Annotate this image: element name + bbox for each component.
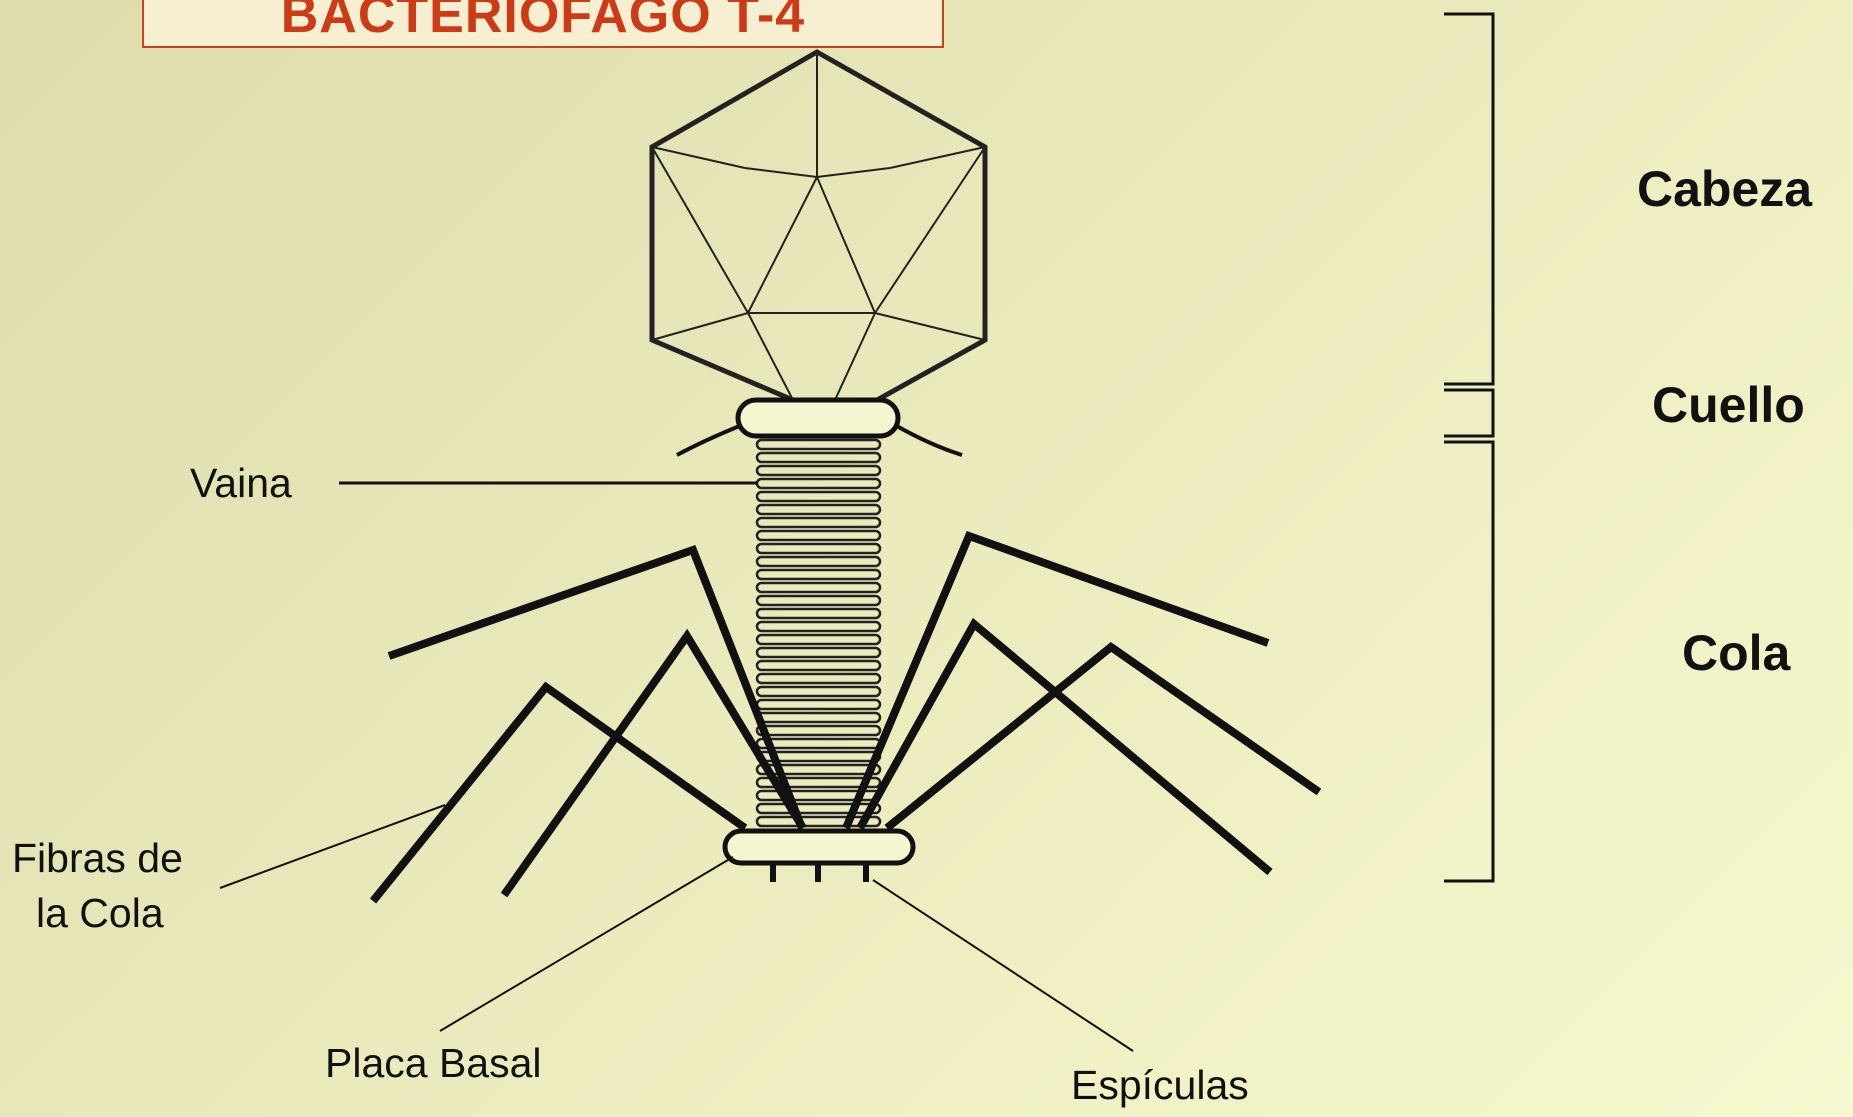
phage-neck: [677, 400, 962, 455]
region-label-cuello: Cuello: [1652, 376, 1805, 434]
sheath-ring: [757, 635, 880, 644]
sheath-ring: [757, 596, 880, 605]
sheath-ring: [757, 726, 880, 735]
sheath-ring: [757, 479, 880, 488]
sheath-ring: [757, 518, 880, 527]
sheath-ring: [757, 609, 880, 618]
sheath-ring: [757, 661, 880, 670]
sheath-ring: [757, 739, 880, 748]
sheath-ring: [757, 492, 880, 501]
phage-head: [652, 52, 985, 400]
label-vaina: Vaina: [190, 460, 292, 507]
sheath-ring: [757, 713, 880, 722]
sheath-ring: [757, 804, 880, 813]
label-fibras-line2: la Cola: [36, 890, 164, 937]
sheath-ring: [757, 505, 880, 514]
sheath-ring: [757, 648, 880, 657]
base-plate: [725, 831, 913, 882]
sheath-ring: [757, 687, 880, 696]
leader-lines: [220, 483, 1133, 1051]
region-label-cabeza: Cabeza: [1637, 160, 1812, 218]
sheath-ring: [757, 531, 880, 540]
sheath-ring: [757, 622, 880, 631]
label-espiculas: Espículas: [1071, 1062, 1249, 1109]
sheath-ring: [757, 453, 880, 462]
sheath-ring: [757, 570, 880, 579]
sheath-ring: [757, 440, 880, 449]
sheath-ring: [757, 583, 880, 592]
sheath-ring: [757, 466, 880, 475]
sheath-ring: [757, 700, 880, 709]
sheath-ring: [757, 557, 880, 566]
region-brackets: [1444, 14, 1493, 881]
region-label-cola: Cola: [1682, 624, 1790, 682]
label-placa-basal: Placa Basal: [325, 1040, 542, 1087]
label-fibras-line1: Fibras de: [12, 835, 183, 882]
sheath-ring: [757, 544, 880, 553]
sheath-ring: [757, 674, 880, 683]
